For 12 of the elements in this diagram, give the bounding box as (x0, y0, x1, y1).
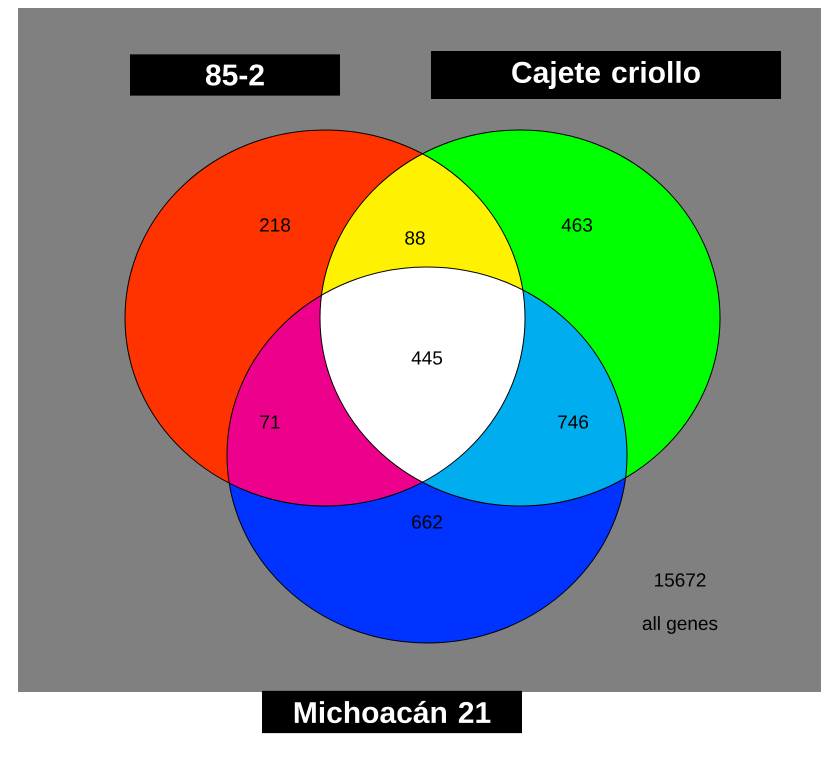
region-count: 88 (405, 231, 425, 245)
region-count: 445 (412, 351, 442, 365)
label-box: 85-2 (130, 54, 340, 96)
region-count: 662 (412, 515, 442, 529)
total-caption: all genes (642, 616, 718, 634)
label-box: Michoacán 21 (262, 690, 522, 734)
region-count: 218 (260, 218, 290, 232)
region-count: 71 (260, 415, 280, 429)
region-count: 746 (558, 415, 588, 429)
total-count: 15672 (655, 573, 706, 587)
label-box: Cajete criollo (431, 51, 781, 99)
region-count: 463 (562, 218, 592, 232)
